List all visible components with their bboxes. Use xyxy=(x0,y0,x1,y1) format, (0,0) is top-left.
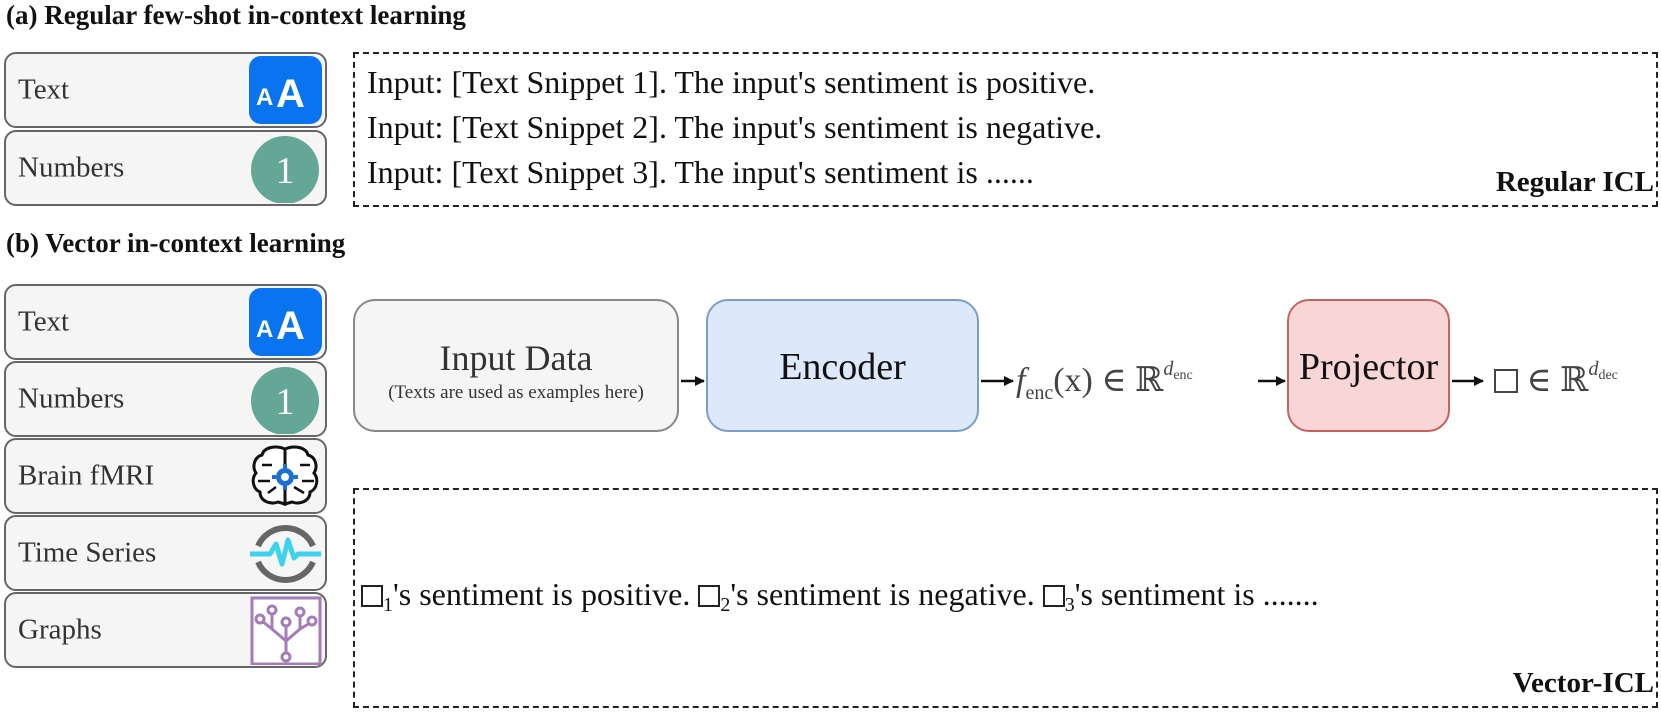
vector-index: 3 xyxy=(1064,594,1075,616)
number-glyph: 1 xyxy=(276,381,295,423)
modality-numbers-a: Numbers 1 xyxy=(4,130,327,206)
time-series-icon xyxy=(248,518,323,588)
vector-index: 2 xyxy=(720,594,731,616)
modality-label: Numbers xyxy=(18,382,125,415)
dim-subscript: enc xyxy=(1173,368,1193,383)
modality-time-series: Time Series xyxy=(4,515,327,591)
projector-output-formula: ∈ ℝddec xyxy=(1494,358,1618,400)
encoder-output-formula: fenc(x) ∈ ℝdenc xyxy=(1016,358,1193,405)
encoder-label: Encoder xyxy=(779,346,906,388)
vector-placeholder-icon xyxy=(698,585,721,607)
vector-sentence-part: 's sentiment is positive. xyxy=(393,576,699,612)
member-symbol: ∈ xyxy=(1101,362,1127,399)
modality-label: Text xyxy=(18,305,70,338)
vector-placeholder-icon xyxy=(1494,369,1518,393)
section-a-title: (a) Regular few-shot in-context learning xyxy=(6,0,466,30)
modality-label: Graphs xyxy=(18,613,102,646)
font-size-icon: A A xyxy=(248,287,323,357)
modality-brain-fmri: Brain fMRI xyxy=(4,438,327,514)
modality-label: Numbers xyxy=(18,151,125,184)
input-data-title: Input Data xyxy=(439,338,593,378)
dim-symbol: d xyxy=(1588,358,1599,380)
font-size-icon: A A xyxy=(248,55,323,125)
input-data-subtitle: (Texts are used as examples here) xyxy=(388,382,644,403)
graph-nodes-icon xyxy=(248,595,323,666)
number-one-icon: 1 xyxy=(248,133,323,204)
modality-text-b: Text A A xyxy=(4,284,327,360)
input-data-block: Input Data (Texts are used as examples h… xyxy=(353,299,679,432)
prompt-line-3: Input: [Text Snippet 3]. The input's sen… xyxy=(367,154,1034,190)
projector-label: Projector xyxy=(1298,346,1439,388)
func-arg: (x) xyxy=(1053,362,1093,399)
modality-label: Brain fMRI xyxy=(18,459,155,492)
prompt-line-2: Input: [Text Snippet 2]. The input's sen… xyxy=(367,109,1103,145)
brain-gear-icon xyxy=(248,441,323,511)
vector-index: 1 xyxy=(383,594,393,616)
regular-icl-prompt-box: Input: [Text Snippet 1]. The input's sen… xyxy=(353,52,1658,207)
vector-placeholder-icon xyxy=(1042,585,1065,607)
svg-text:A: A xyxy=(256,316,273,343)
dim-symbol: d xyxy=(1163,358,1174,380)
modality-numbers-b: Numbers 1 xyxy=(4,361,327,437)
modality-label: Text xyxy=(18,73,70,106)
vector-prompt-line: 1's sentiment is positive. 2's sentiment… xyxy=(361,576,1319,617)
vector-icl-label: Vector-ICL xyxy=(1512,667,1654,699)
section-b-title: (b) Vector in-context learning xyxy=(6,228,346,258)
func-subscript: enc xyxy=(1025,382,1054,404)
projector-block: Projector xyxy=(1287,299,1450,432)
member-symbol: ∈ xyxy=(1526,362,1552,399)
prompt-line-1: Input: [Text Snippet 1]. The input's sen… xyxy=(367,64,1096,100)
dim-subscript: dec xyxy=(1598,368,1618,383)
number-one-icon: 1 xyxy=(248,364,323,435)
real-space-symbol: ℝ xyxy=(1560,360,1589,400)
modality-graphs: Graphs xyxy=(4,592,327,668)
svg-text:A: A xyxy=(276,304,305,348)
modality-text-a: Text A A xyxy=(4,52,327,128)
number-glyph: 1 xyxy=(276,150,295,192)
encoder-block: Encoder xyxy=(706,299,979,432)
real-space-symbol: ℝ xyxy=(1135,360,1164,400)
regular-icl-label: Regular ICL xyxy=(1495,166,1654,198)
func-symbol: f xyxy=(1016,362,1026,399)
modality-label: Time Series xyxy=(18,536,157,569)
vector-sentence-part: 's sentiment is negative. xyxy=(730,576,1043,612)
vector-placeholder-icon xyxy=(361,585,383,607)
vector-sentence-part: 's sentiment is ....... xyxy=(1074,576,1319,612)
vector-icl-prompt-box: 1's sentiment is positive. 2's sentiment… xyxy=(353,488,1658,708)
svg-text:A: A xyxy=(256,84,273,111)
svg-text:A: A xyxy=(276,72,305,116)
